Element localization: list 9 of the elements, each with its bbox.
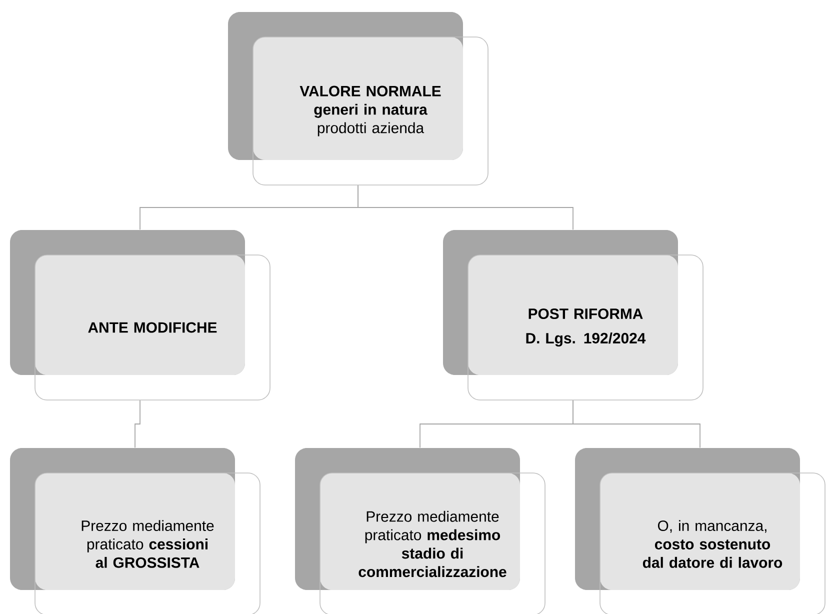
process-box: VALORE NORMALE generi in natura prodotti azienda [228, 12, 488, 186]
process-box: Prezzo mediamente praticato cessioni al GROSSISTA [10, 448, 260, 614]
process-box: O, in mancanza, costo sostenuto dal datore di lavoro [575, 448, 826, 614]
process-box: ANTE MODIFICHE [10, 230, 270, 400]
process-box: POST RIFORMA D. Lgs. 192/2024 [443, 230, 704, 400]
connector-line [572, 400, 700, 448]
connector-line [358, 184, 574, 230]
process-box: Prezzo mediamente praticato medesimo stadio di commercializzazione [295, 448, 546, 614]
connector-line [134, 400, 140, 448]
